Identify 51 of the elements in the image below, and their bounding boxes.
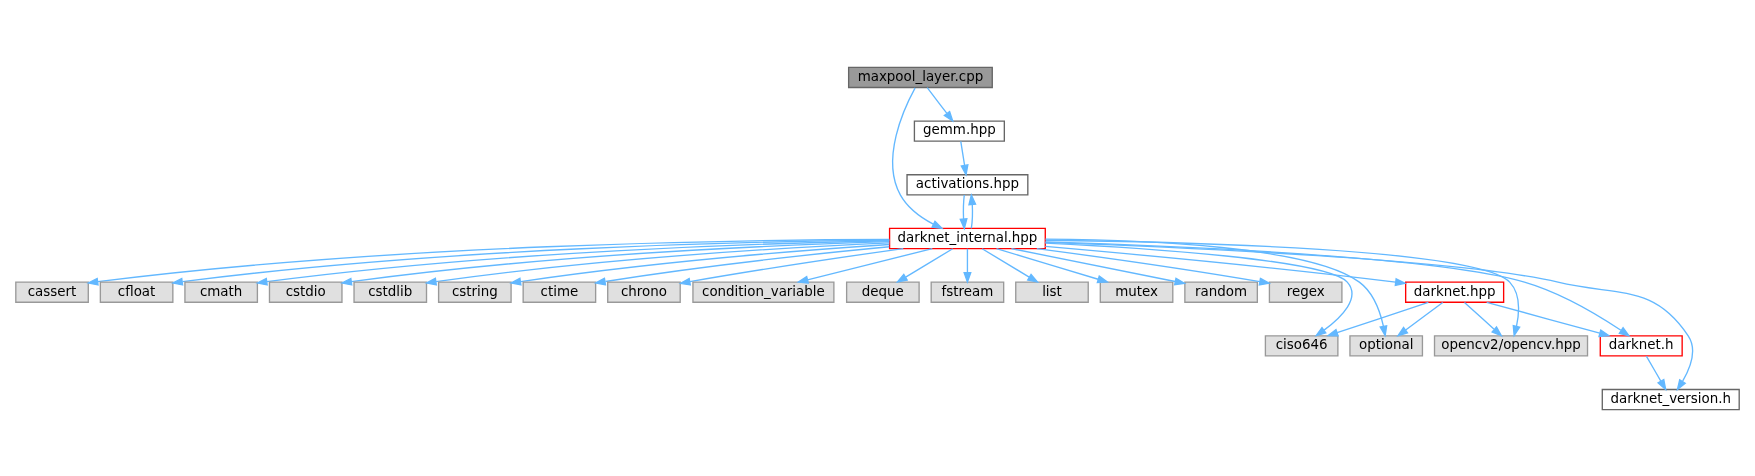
- arrow: [593, 245, 890, 286]
- node-box: darknet.h: [1599, 334, 1683, 357]
- arrow: [1044, 241, 1694, 391]
- node-box: darknet_internal.hpp: [888, 227, 1046, 249]
- node-box: darknet.hpp: [1405, 280, 1505, 303]
- node-box: condition_variable: [692, 280, 835, 303]
- node-box: list: [1015, 280, 1089, 303]
- node-box: cstdio: [268, 280, 343, 303]
- arrow: [968, 192, 977, 229]
- arrow: [895, 247, 954, 283]
- arrow: [796, 247, 934, 284]
- arrow: [509, 243, 890, 286]
- arrow: [959, 193, 968, 230]
- arrow: [926, 86, 954, 123]
- arrow: [892, 86, 944, 229]
- node-box: optional: [1349, 334, 1424, 357]
- node-box: cstdlib: [353, 280, 428, 303]
- node-box: cmath: [184, 280, 259, 303]
- node-box: activations.hpp: [906, 173, 1029, 196]
- node-box: cfloat: [99, 280, 174, 303]
- arrow: [960, 140, 969, 177]
- arrow: [995, 247, 1110, 283]
- arrow: [424, 241, 891, 286]
- node-box: ctime: [522, 280, 597, 303]
- node-box: opencv2/opencv.hpp: [1433, 334, 1589, 357]
- node-box: darknet_version.h: [1601, 388, 1740, 410]
- node-box: cstring: [437, 280, 512, 303]
- node-box: cassert: [15, 280, 89, 303]
- arrow: [1645, 354, 1667, 391]
- node-box: fstream: [930, 280, 1005, 303]
- arrow: [1010, 247, 1187, 286]
- node-box: random: [1184, 280, 1258, 303]
- arrow: [1396, 301, 1444, 337]
- node-box: ciso646: [1264, 334, 1339, 357]
- arrow: [339, 240, 890, 286]
- node-box: mutex: [1099, 280, 1174, 303]
- arrow: [1326, 301, 1429, 337]
- arrow: [1044, 240, 1631, 337]
- arrow: [1486, 301, 1611, 337]
- node-box: regex: [1268, 280, 1343, 303]
- arrow: [1045, 239, 1521, 337]
- arrow: [1036, 247, 1272, 286]
- node-box: chrono: [607, 280, 681, 303]
- node-box: maxpool_layer.cpp: [847, 66, 993, 88]
- arrow: [1463, 301, 1503, 337]
- node-box: gemm.hpp: [913, 119, 1005, 142]
- arrow: [963, 247, 972, 284]
- arrow: [1044, 245, 1408, 286]
- node-box: deque: [845, 280, 920, 303]
- arrow: [678, 247, 904, 286]
- arrow: [981, 247, 1040, 283]
